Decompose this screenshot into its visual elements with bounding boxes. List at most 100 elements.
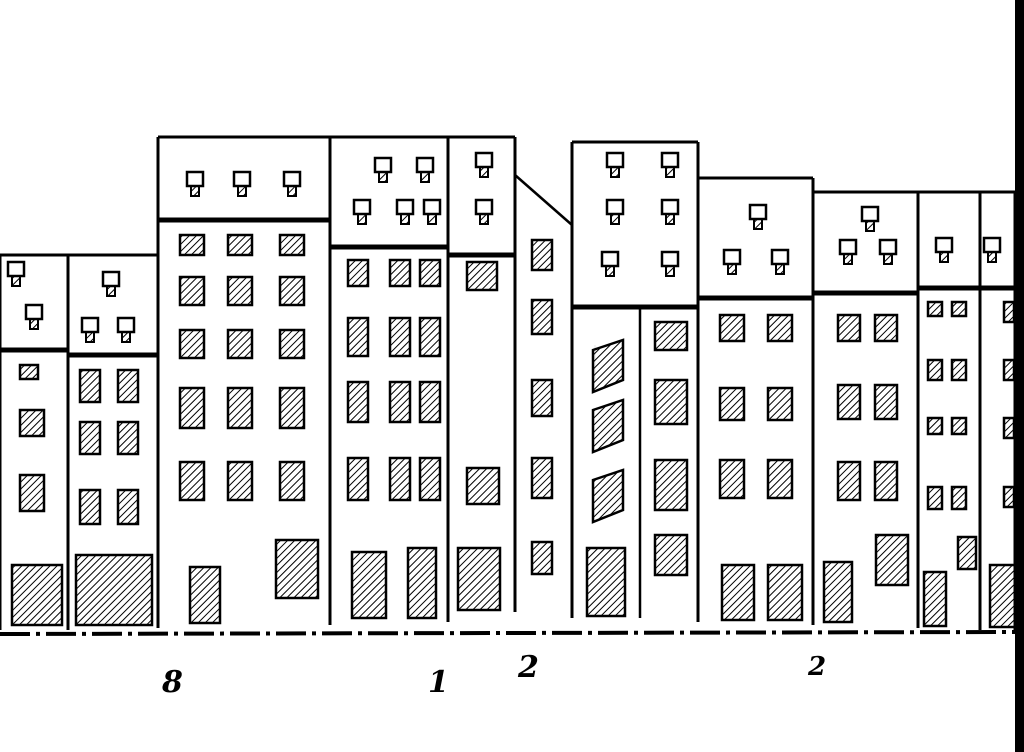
window xyxy=(178,460,206,502)
window xyxy=(950,416,968,436)
dormer-window xyxy=(865,220,875,232)
window xyxy=(418,380,442,424)
window xyxy=(418,316,442,358)
window xyxy=(653,533,689,577)
dormer-window xyxy=(610,213,620,225)
window xyxy=(18,473,46,513)
dormer-window xyxy=(665,166,675,178)
window xyxy=(10,563,64,627)
dormer-window xyxy=(400,213,410,225)
dormer-window xyxy=(934,236,954,254)
dormer-window xyxy=(605,151,625,169)
dormer-window xyxy=(427,213,437,225)
window xyxy=(926,358,944,382)
window xyxy=(388,456,412,502)
window xyxy=(530,298,554,336)
window xyxy=(388,316,412,358)
window xyxy=(926,416,944,436)
dormer-window xyxy=(373,156,393,174)
window xyxy=(766,313,794,343)
window xyxy=(178,233,206,257)
window xyxy=(226,275,254,307)
window xyxy=(956,535,978,571)
dormer-window xyxy=(106,285,116,297)
dormer-window xyxy=(190,185,200,197)
window xyxy=(418,258,442,288)
window xyxy=(116,420,140,456)
window xyxy=(926,485,944,511)
window xyxy=(78,368,102,404)
window xyxy=(950,300,968,318)
window xyxy=(1002,300,1016,324)
dormer-window xyxy=(121,331,131,343)
scan-edge-bar xyxy=(1015,0,1024,752)
dormer-window xyxy=(722,248,742,266)
dormer-window xyxy=(660,198,680,216)
dormer-window xyxy=(6,260,26,278)
window xyxy=(653,458,689,512)
window xyxy=(188,565,222,625)
window xyxy=(922,570,948,628)
window xyxy=(465,466,501,506)
dormer-window xyxy=(11,275,21,287)
dormer-window xyxy=(987,251,997,263)
dormer-window xyxy=(600,250,620,268)
window xyxy=(278,233,306,257)
window xyxy=(822,560,854,624)
window xyxy=(766,386,794,422)
dormer-window xyxy=(753,218,763,230)
label-1: 1 xyxy=(428,665,449,700)
window xyxy=(78,488,102,526)
window xyxy=(530,540,554,576)
window xyxy=(350,550,388,620)
window xyxy=(406,546,438,620)
window xyxy=(874,533,910,587)
window xyxy=(226,460,254,502)
window xyxy=(18,363,40,381)
window xyxy=(278,460,306,502)
label-2: 2 xyxy=(518,650,539,685)
dormer-window xyxy=(24,303,44,321)
window xyxy=(718,458,746,500)
dormer-window xyxy=(665,265,675,277)
window xyxy=(585,546,627,618)
window xyxy=(278,386,306,430)
window xyxy=(653,320,689,352)
window xyxy=(456,546,502,612)
window xyxy=(836,460,862,502)
dormer-window xyxy=(775,263,785,275)
dormer-window xyxy=(287,185,297,197)
window xyxy=(226,328,254,360)
dormer-window xyxy=(982,236,1002,254)
dormer-window xyxy=(860,205,880,223)
dormer-window xyxy=(610,166,620,178)
window xyxy=(530,378,554,418)
window xyxy=(116,488,140,526)
window xyxy=(530,456,554,500)
dormer-window xyxy=(415,156,435,174)
dormer-window xyxy=(727,263,737,275)
dormer-window xyxy=(232,170,252,188)
dormer-window xyxy=(282,170,302,188)
dormer-window xyxy=(843,253,853,265)
window xyxy=(873,460,899,502)
dormer-window xyxy=(479,166,489,178)
dormer-window xyxy=(770,248,790,266)
window xyxy=(346,316,370,358)
window xyxy=(1002,358,1016,382)
dormer-window xyxy=(878,238,898,256)
dormer-window xyxy=(605,265,615,277)
window xyxy=(18,408,46,438)
dormer-window xyxy=(883,253,893,265)
window xyxy=(766,458,794,500)
dormer-window xyxy=(357,213,367,225)
window xyxy=(591,468,625,524)
window xyxy=(74,553,154,627)
window xyxy=(530,238,554,272)
window xyxy=(836,313,862,343)
window xyxy=(78,420,102,456)
window xyxy=(1002,416,1016,440)
dormer-window xyxy=(116,316,136,334)
window xyxy=(278,328,306,360)
